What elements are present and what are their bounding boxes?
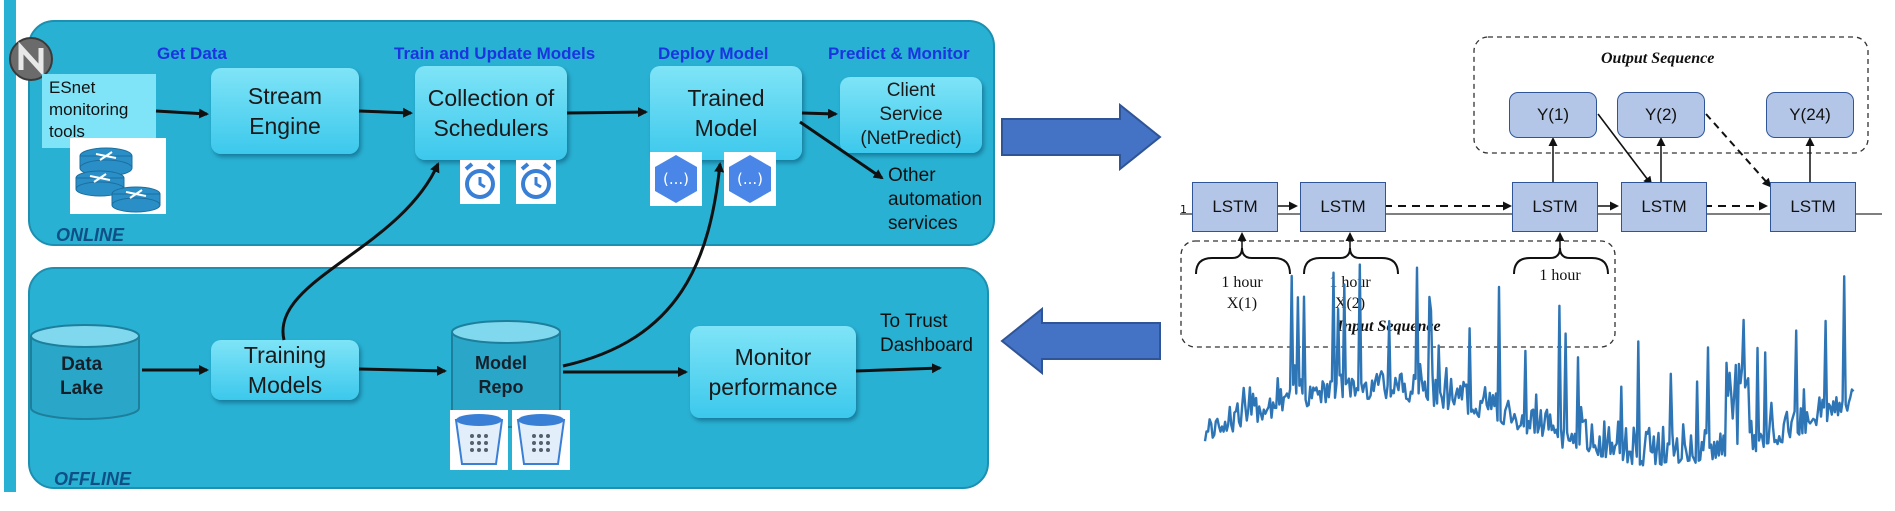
stage-predict-monitor: Predict & Monitor	[828, 44, 970, 63]
esnet-label: ESnet monitoring tools	[49, 78, 129, 141]
logo-icon	[8, 36, 54, 82]
cloud-function-icon: (...)	[724, 152, 776, 206]
lstm-cell: LSTM	[1621, 182, 1707, 232]
training-models-node: Training Models	[211, 340, 359, 400]
database-bucket-icon	[450, 410, 508, 470]
arrow-training-to-repo	[358, 365, 447, 376]
arrow-esnet-to-stream	[155, 108, 209, 119]
lstm-cell: LSTM	[1512, 182, 1598, 232]
arrow-training-to-schedulers	[281, 162, 440, 341]
pipeline-left-bar	[4, 0, 16, 492]
arrow-monitor-to-dashboard	[855, 363, 942, 374]
input-brace	[1303, 247, 1399, 275]
svg-text:(...): (...)	[737, 170, 763, 188]
alarm-clock-icon	[516, 160, 556, 204]
client-service-node: Client Service (NetPredict)	[840, 77, 982, 153]
stage-train-update: Train and Update Models	[394, 44, 596, 63]
lstm-cell: LSTM	[1300, 182, 1386, 232]
database-bucket-icon	[512, 410, 570, 470]
model-repo-label: Model Repo	[475, 353, 527, 397]
trust-dashboard-label: To Trust Dashboard	[880, 311, 973, 356]
arrow-schedulers-to-trained	[566, 107, 648, 118]
arrow-right-icon	[1000, 102, 1162, 172]
stream-engine-node: Stream Engine	[211, 68, 359, 154]
output-node: Y(2)	[1617, 92, 1705, 138]
online-label: ONLINE	[56, 225, 125, 245]
input-brace	[1513, 247, 1609, 275]
alarm-clock-icon	[460, 160, 500, 204]
arrow-trained-to-client	[801, 108, 838, 119]
input-duration: 1 hour	[1221, 274, 1263, 291]
esnet-box	[42, 74, 156, 148]
output-sequence-box	[1473, 36, 1869, 154]
offline-label: OFFLINE	[54, 469, 131, 489]
svg-text:(...): (...)	[663, 170, 689, 188]
other-automation-label: Other automation services	[888, 165, 983, 234]
traffic-series-plot	[1203, 263, 1855, 467]
cloud-function-icon: (...)	[650, 152, 702, 206]
lstm-cell: LSTM	[1192, 182, 1278, 232]
lstm-cell: LSTM	[1770, 182, 1856, 232]
input-duration: 1 hour	[1539, 267, 1581, 284]
data-lake-cylinder	[28, 322, 142, 422]
trained-model-node: Trained Model	[650, 66, 802, 160]
output-node: Y(1)	[1509, 92, 1597, 138]
svg-text:1: 1	[1180, 203, 1187, 216]
schedulers-node: Collection of Schedulers	[415, 66, 567, 160]
stage-get-data: Get Data	[157, 44, 227, 63]
input-x-label: X(2)	[1334, 295, 1366, 312]
input-sequence-box	[1180, 240, 1616, 348]
arrow-trained-to-other	[799, 120, 884, 180]
arrow-stream-to-schedulers	[358, 107, 413, 118]
model-repo-cylinder	[449, 318, 563, 430]
monitor-performance-node: Monitor performance	[690, 326, 856, 418]
output-node: Y(24)	[1766, 92, 1854, 138]
pipeline-arrows	[142, 107, 942, 377]
input-brace	[1195, 247, 1291, 275]
input-x-label: X(1)	[1226, 295, 1258, 312]
series-line	[1203, 263, 1855, 467]
arrow-repo-to-trained	[562, 162, 725, 368]
arrow-left-icon	[1000, 306, 1162, 376]
stage-deploy: Deploy Model	[658, 44, 769, 63]
output-sequence-label: Output Sequence	[1601, 50, 1715, 67]
router-icon	[70, 138, 166, 214]
data-lake-label: Data Lake	[60, 354, 104, 399]
